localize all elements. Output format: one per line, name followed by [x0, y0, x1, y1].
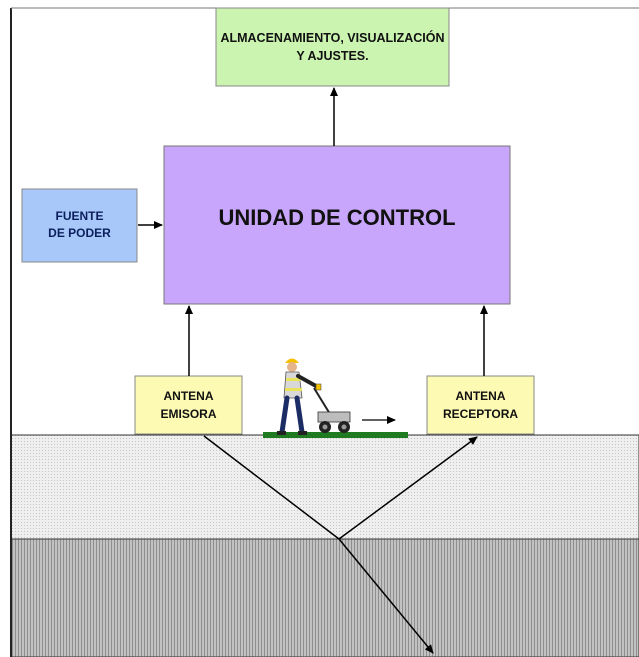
transmitter-antenna-box: [134, 375, 243, 435]
power-supply-label: FUENTE DE PODER: [48, 209, 111, 240]
ray-transmitted: [338, 538, 434, 654]
receiver-antenna-box: [426, 375, 535, 435]
lower-ground-layer: [10, 538, 639, 657]
receiver-antenna-label: ANTENA RECEPTORA: [442, 389, 519, 421]
transmitter-antenna-label: ANTENA EMISORA: [160, 389, 217, 421]
power-supply-box: [21, 188, 138, 263]
control-unit-box: [163, 145, 511, 305]
storage-label: ALMACENAMIENTO, VISUALIZACIÓN Y AJUSTES.: [220, 31, 445, 63]
ray-incident: [203, 435, 340, 540]
person-pushing-gpr-cart-icon: [263, 358, 408, 438]
storage-box: [215, 7, 450, 87]
control-unit-label: UNIDAD DE CONTROL: [218, 205, 456, 230]
upper-ground-layer: [10, 434, 639, 540]
ray-reflected: [338, 436, 478, 540]
